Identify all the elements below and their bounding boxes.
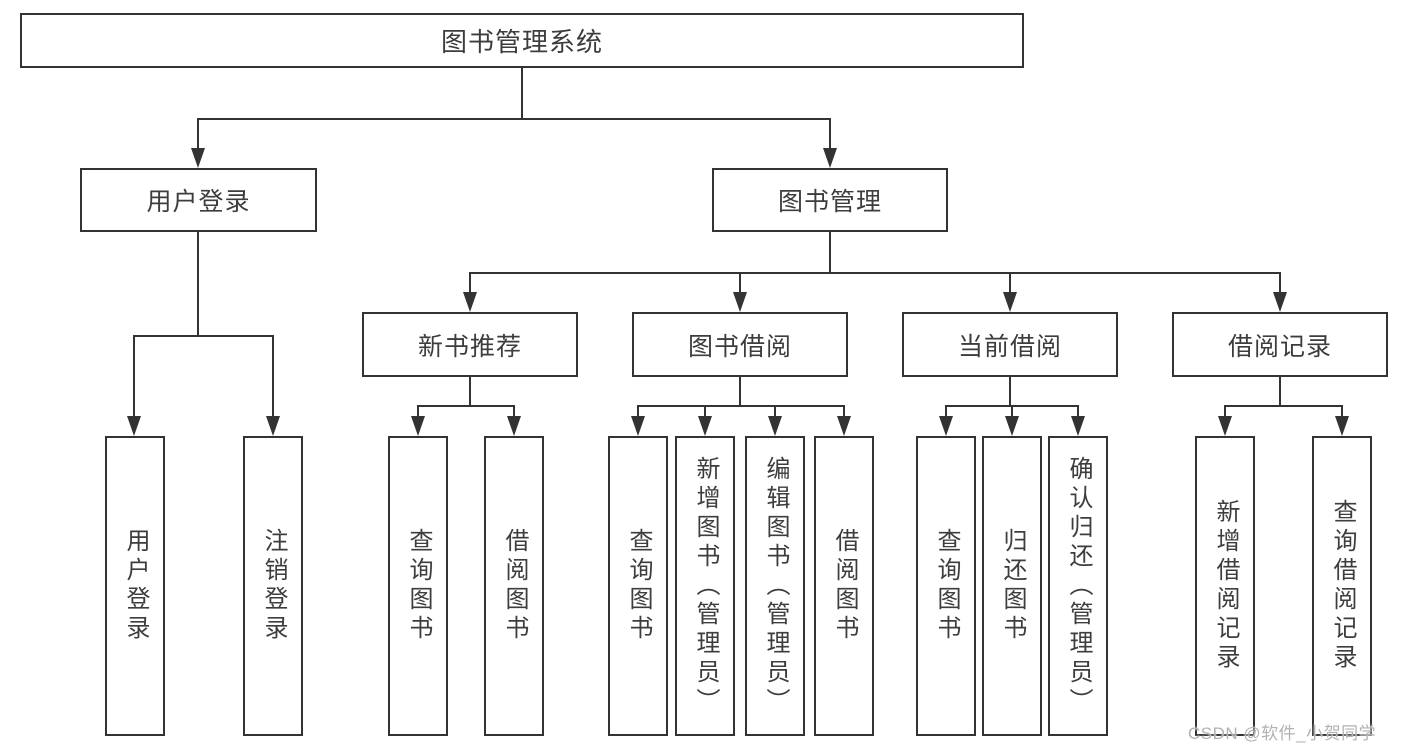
connector-trunk-line <box>829 232 831 272</box>
arrowhead-down-icon <box>1071 416 1085 436</box>
arrowhead-down-icon <box>1335 416 1349 436</box>
leaf-label: 确认归还（管理员） <box>1065 455 1092 717</box>
arrowhead-down-icon <box>1005 416 1019 436</box>
connector-rail-line <box>134 335 274 337</box>
connector-drop-line <box>1224 405 1226 416</box>
leaf-label: 查询图书 <box>625 528 652 644</box>
leaf-add-borrow-record: 新增借阅记录 <box>1195 436 1255 736</box>
connector-trunk-line <box>1009 377 1011 405</box>
connector-trunk-line <box>197 232 199 335</box>
leaf-query-borrow-record: 查询借阅记录 <box>1312 436 1372 736</box>
connector-drop-line <box>1341 405 1343 416</box>
node-book-management: 图书管理 <box>712 168 948 232</box>
connector-drop-line <box>1011 405 1013 416</box>
csdn-watermark: CSDN @软件_小贺同学 <box>1188 724 1377 743</box>
connector-drop-line <box>843 405 845 416</box>
leaf-label: 编辑图书（管理员） <box>762 455 789 717</box>
leaf-label: 查询图书 <box>933 528 960 644</box>
connector-drop-line <box>1009 272 1011 292</box>
leaf-label: 借阅图书 <box>831 528 858 644</box>
connector-rail-line <box>637 405 845 407</box>
node-new-book-recommendation: 新书推荐 <box>362 312 578 377</box>
node-borrowing-records: 借阅记录 <box>1172 312 1388 377</box>
leaf-confirm-return-admin: 确认归还（管理员） <box>1048 436 1108 736</box>
leaf-label: 查询借阅记录 <box>1329 499 1356 673</box>
connector-drop-line <box>133 335 135 416</box>
arrowhead-down-icon <box>768 416 782 436</box>
node-label: 用户登录 <box>146 188 251 216</box>
connector-drop-line <box>774 405 776 416</box>
arrowhead-down-icon <box>411 416 425 436</box>
node-library-management-system: 图书管理系统 <box>20 13 1024 68</box>
connector-drop-line <box>1077 405 1079 416</box>
node-label: 图书借阅 <box>687 332 792 361</box>
arrowhead-down-icon <box>733 292 747 312</box>
leaf-label: 归还图书 <box>999 528 1026 644</box>
arrowhead-down-icon <box>837 416 851 436</box>
connector-drop-line <box>513 405 515 416</box>
connector-trunk-line <box>521 68 523 118</box>
node-label: 借阅记录 <box>1227 332 1332 361</box>
leaf-return-books: 归还图书 <box>982 436 1042 736</box>
node-user-login: 用户登录 <box>80 168 317 232</box>
arrowhead-down-icon <box>823 148 837 168</box>
leaf-user-login: 用户登录 <box>105 436 165 736</box>
leaf-edit-books-admin: 编辑图书（管理员） <box>745 436 805 736</box>
leaf-borrow-books-borrowing: 借阅图书 <box>814 436 874 736</box>
leaf-query-books-recommend: 查询图书 <box>388 436 448 736</box>
node-label: 图书管理 <box>777 188 882 216</box>
leaf-label: 查询图书 <box>405 528 432 644</box>
connector-drop-line <box>829 118 831 148</box>
node-book-borrowing: 图书借阅 <box>632 312 848 377</box>
leaf-logout: 注销登录 <box>243 436 303 736</box>
node-current-borrowing: 当前借阅 <box>902 312 1118 377</box>
node-label: 当前借阅 <box>957 332 1062 361</box>
connector-drop-line <box>1279 272 1281 292</box>
arrowhead-down-icon <box>191 148 205 168</box>
connector-rail-line <box>417 405 515 407</box>
leaf-label: 借阅图书 <box>501 528 528 644</box>
arrowhead-down-icon <box>127 416 141 436</box>
arrowhead-down-icon <box>266 416 280 436</box>
connector-rail-line <box>1224 405 1343 407</box>
arrowhead-down-icon <box>507 416 521 436</box>
leaf-label: 新增图书（管理员） <box>692 455 719 717</box>
arrowhead-down-icon <box>1003 292 1017 312</box>
leaf-borrow-books-recommend: 借阅图书 <box>484 436 544 736</box>
connector-drop-line <box>197 118 199 148</box>
arrowhead-down-icon <box>698 416 712 436</box>
leaf-add-books-admin: 新增图书（管理员） <box>675 436 735 736</box>
connector-drop-line <box>469 272 471 292</box>
connector-drop-line <box>739 272 741 292</box>
arrowhead-down-icon <box>1218 416 1232 436</box>
connector-rail-line <box>469 272 1281 274</box>
leaf-label: 注销登录 <box>260 528 287 644</box>
node-label: 新书推荐 <box>417 332 522 361</box>
leaf-label: 用户登录 <box>122 528 149 644</box>
connector-trunk-line <box>739 377 741 405</box>
arrowhead-down-icon <box>1273 292 1287 312</box>
arrowhead-down-icon <box>631 416 645 436</box>
connector-rail-line <box>197 118 831 120</box>
connector-trunk-line <box>1279 377 1281 405</box>
leaf-query-books-borrowing: 查询图书 <box>608 436 668 736</box>
connector-drop-line <box>417 405 419 416</box>
leaf-query-books-current: 查询图书 <box>916 436 976 736</box>
connector-drop-line <box>637 405 639 416</box>
arrowhead-down-icon <box>939 416 953 436</box>
node-label: 图书管理系统 <box>440 27 603 57</box>
arrowhead-down-icon <box>463 292 477 312</box>
connector-trunk-line <box>469 377 471 405</box>
leaf-label: 新增借阅记录 <box>1212 499 1239 673</box>
connector-drop-line <box>945 405 947 416</box>
connector-drop-line <box>704 405 706 416</box>
connector-drop-line <box>272 335 274 416</box>
